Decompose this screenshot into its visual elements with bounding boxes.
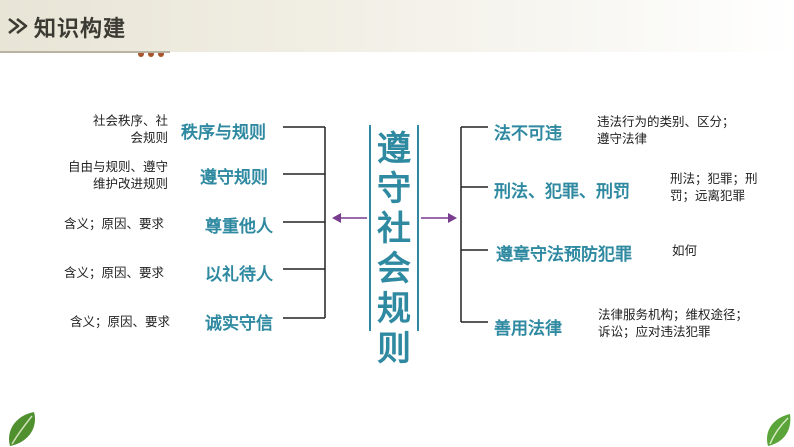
decorative-dots [138, 42, 168, 61]
right-desc-2: 刑法；犯罪；刑 罚；远离犯罪 [670, 171, 758, 203]
header-bar [0, 0, 794, 52]
left-desc-4: 含义；原因、要求 [63, 265, 164, 280]
leaf-icon [9, 412, 35, 446]
right-branch-1: 法不可违 [494, 124, 562, 144]
right-desc-1: 违法行为的类别、区分； 遵守法律 [597, 114, 735, 146]
right-branch-3: 遵章守法预防犯罪 [496, 245, 632, 265]
central-topic-box: 遵 守 社 会 规 则 [369, 125, 419, 369]
right-branch-4: 善用法律 [494, 319, 562, 339]
left-desc-3: 含义；原因、要求 [63, 216, 164, 231]
double-arrow-icon [8, 17, 28, 35]
left-branch-5: 诚实守信 [205, 314, 273, 334]
right-desc-3: 如何 [672, 243, 698, 258]
left-branch-4: 以礼待人 [205, 265, 273, 285]
left-branch-2: 遵守规则 [200, 168, 268, 188]
central-topic-title: 遵 守 社 会 规 则 [377, 129, 411, 369]
right-desc-4: 法律服务机构；维权途径； 诉讼；应对违法犯罪 [598, 307, 749, 339]
page-title: 知识构建 [34, 17, 127, 42]
left-branch-3: 尊重他人 [205, 217, 273, 237]
header-underline [0, 51, 170, 53]
left-desc-1: 社会秩序、社 会规则 [92, 113, 168, 145]
leaf-icon [766, 414, 791, 446]
left-desc-5: 含义；原因、要求 [69, 314, 170, 329]
right-branch-2: 刑法、犯罪、刑罚 [494, 182, 630, 202]
left-branch-1: 秩序与规则 [181, 123, 266, 143]
left-desc-2: 自由与规则、遵守 维护改进规则 [67, 159, 168, 191]
